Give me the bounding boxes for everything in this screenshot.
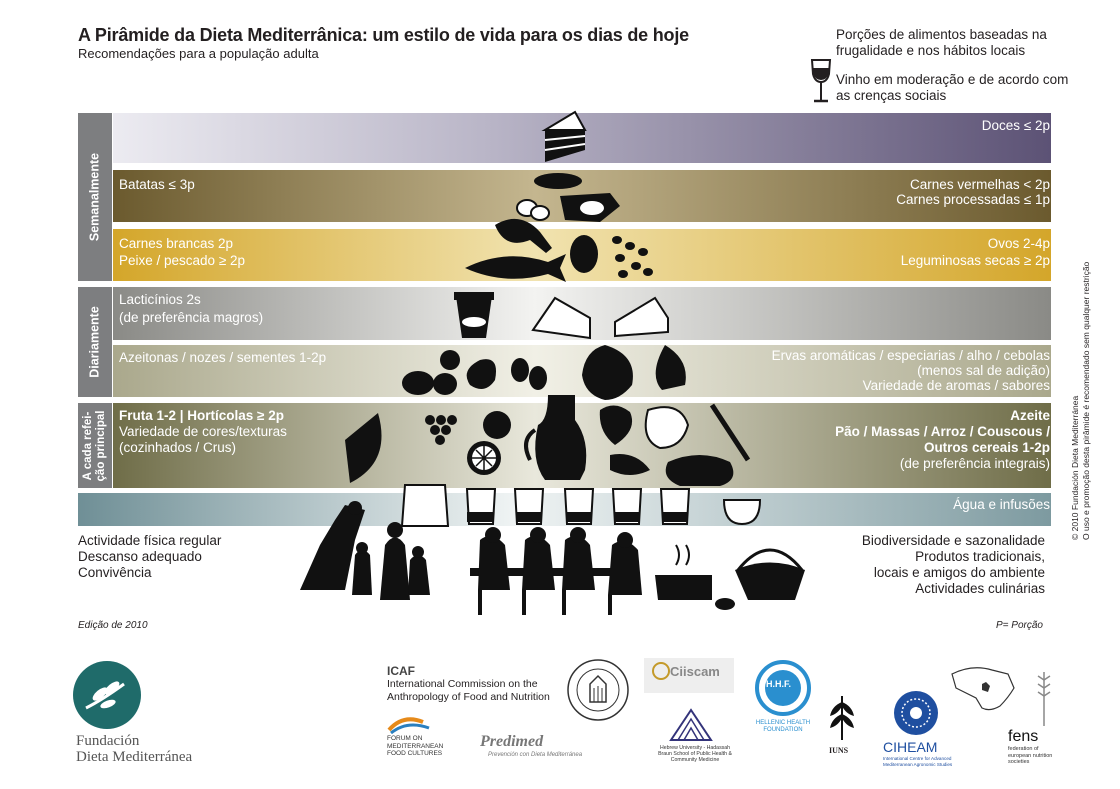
lifestyle-silhouettes	[300, 501, 805, 615]
label-red-meat: Carnes vermelhas < 2p	[910, 177, 1050, 192]
label-fish: Peixe / pescado ≥ 2p	[119, 253, 245, 268]
label-dairy: Lacticínios 2s	[119, 292, 201, 307]
band-olives-herbs	[113, 345, 1051, 397]
africa-map-icon	[951, 667, 1015, 711]
predimed-logo: Predimed	[480, 733, 544, 750]
hebrew-university-text: Hebrew University - Hadassah Braun Schoo…	[658, 745, 732, 763]
wine-note: Vinho em moderação e de acordo com as cr…	[836, 72, 1069, 103]
label-eggs: Ovos 2-4p	[987, 236, 1050, 251]
cake-icon	[541, 110, 587, 162]
fundacion-logo-text: Fundación Dieta Mediterránea	[76, 733, 193, 765]
label-cooked-raw: (cozinhados / Crus)	[119, 440, 237, 455]
forum-logo-text: FORUM ON MEDITERRANEAN FOOD CULTURES	[387, 735, 444, 757]
university-seal-icon	[567, 659, 629, 721]
label-wholegrain: (de preferência integrais)	[899, 456, 1050, 471]
fens-logo-sub: federation of european nutrition societi…	[1008, 746, 1053, 765]
pyramid-illustration	[300, 110, 805, 615]
lifestyle-left: Actividade física regular Descanso adequ…	[78, 533, 222, 580]
label-variety: Variedade de cores/texturas	[119, 424, 287, 439]
label-potatoes: Batatas ≤ 3p	[119, 177, 195, 192]
predimed-logo-sub: Prevención con Dieta Mediterránea	[488, 752, 583, 758]
label-cereals: Pão / Massas / Arroz / Couscous /	[835, 424, 1050, 439]
label-olives-nuts: Azeitonas / nozes / sementes 1-2p	[119, 350, 327, 365]
label-white-meat: Carnes brancas 2p	[119, 236, 234, 251]
wine-glass-icon	[810, 59, 832, 103]
olives-nuts-herbs-icons	[402, 345, 686, 400]
label-water: Água e infusões	[953, 497, 1050, 512]
iuns-wheat-icon	[830, 696, 854, 740]
icaf-logo: ICAF	[387, 664, 415, 678]
poultry-fish-egg-icons	[465, 218, 653, 282]
dairy-icons	[454, 292, 669, 340]
label-salt: (menos sal de adição)	[917, 363, 1050, 378]
page-subtitle: Recomendações para a população adulta	[78, 46, 319, 61]
hhf-logo-icon	[755, 660, 811, 716]
label-processed-meat: Carnes processadas ≤ 1p	[896, 192, 1050, 207]
portion-note: Porções de alimentos baseadas na frugali…	[836, 27, 1047, 58]
meat-icons	[516, 173, 620, 222]
label-herbs: Ervas aromáticas / especiarias / alho / …	[771, 348, 1050, 363]
label-sweets: Doces ≤ 2p	[981, 118, 1050, 133]
fruit-vegetable-cereal-icons	[345, 395, 751, 486]
page-title: A Pirâmide da Dieta Mediterrânica: um es…	[78, 25, 689, 45]
edition-label: Edição de 2010	[78, 620, 148, 631]
ciiscam-logo: Ciiscam	[644, 658, 734, 693]
lifestyle-right: Biodiversidade e sazonalidade Produtos t…	[861, 533, 1045, 596]
hhf-logo-sub: HELLENIC HEALTH FOUNDATION	[755, 720, 811, 733]
iuns-logo-text: IUNS	[829, 746, 849, 755]
label-dairy-note: (de preferência magros)	[119, 310, 264, 325]
band-water	[78, 493, 1051, 526]
icaf-logo-text: International Commission on the Anthropo…	[387, 678, 550, 703]
fens-wheat-icon	[1037, 672, 1051, 726]
hebrew-university-icon	[669, 708, 713, 741]
section-label-daily: Diariamente	[78, 287, 112, 397]
copyright-note: © 2010 Fundación Dieta Mediterránea O us…	[1070, 261, 1091, 540]
fens-logo-text: fens	[1008, 728, 1039, 745]
forum-logo-icon	[387, 717, 430, 734]
label-fruit-veg: Fruta 1-2 | Hortícolas ≥ 2p	[119, 408, 284, 423]
hhf-logo-text: H.H.F.	[766, 679, 792, 689]
section-label-weekly: Semanalmente	[78, 113, 112, 281]
fundacion-logo-icon	[73, 661, 141, 729]
ciheam-logo-sub: International Centre for Advanced Medite…	[883, 756, 953, 767]
ciheam-logo-icon	[894, 691, 938, 735]
ciheam-logo-text: CIHEAM	[883, 739, 938, 755]
label-olive-oil: Azeite	[1010, 408, 1050, 423]
label-other-cereals: Outros cereais 1-2p	[923, 440, 1050, 455]
label-legumes: Leguminosas secas ≥ 2p	[900, 253, 1050, 268]
portion-legend: P= Porção	[996, 620, 1043, 631]
section-label-main-meal: A cada refei- ção principal	[78, 403, 112, 488]
label-flavours: Variedade de aromas / sabores	[862, 378, 1050, 393]
